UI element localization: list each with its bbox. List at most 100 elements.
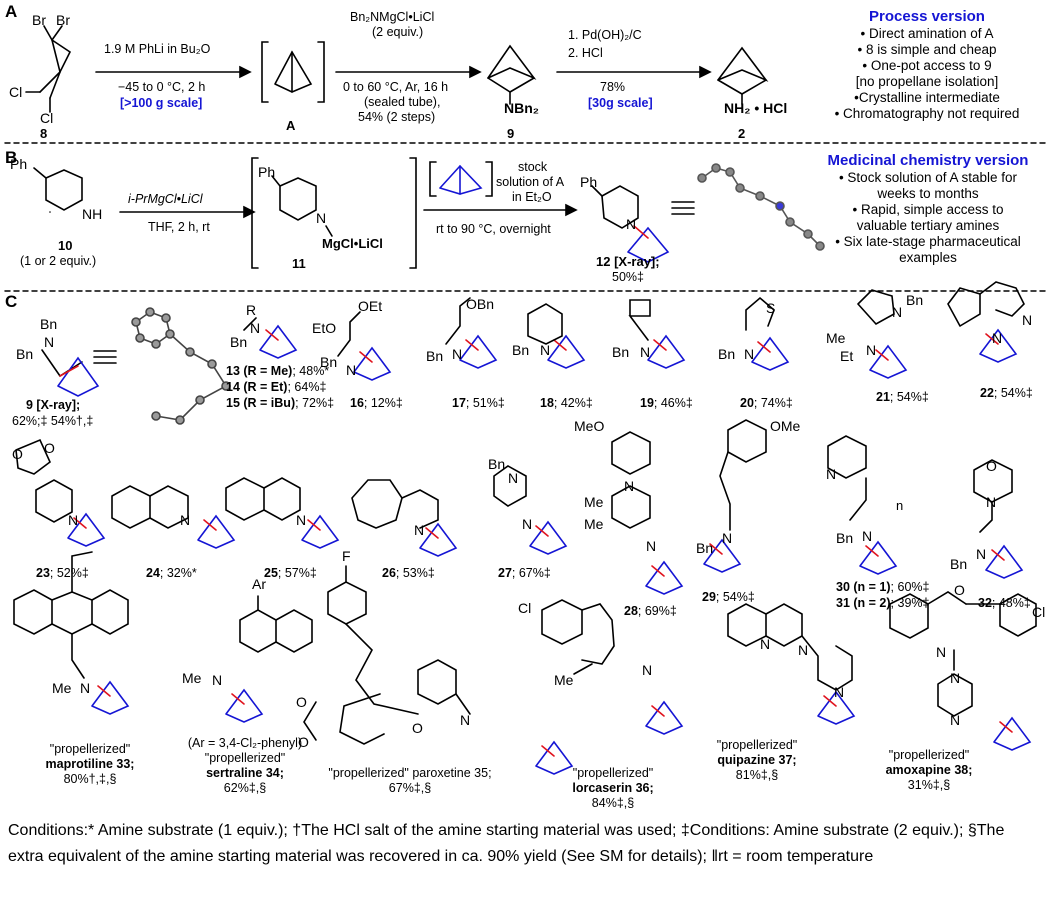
substituent-nbn2: NBn₂ — [504, 100, 539, 116]
label-c-26: 26; 53%‡ — [382, 566, 435, 581]
label-c-25: 25; 57%‡ — [264, 566, 317, 581]
yield-c-18: ; 42%‡ — [553, 396, 593, 410]
yield-c-28: ; 69%‡ — [637, 604, 677, 618]
atom-me1-28: Me — [584, 494, 604, 510]
atom-n3-37: N — [834, 684, 845, 700]
label-c-19-id: 19 — [640, 396, 654, 410]
atom-nh-10: NH — [82, 206, 103, 222]
label-compound-8: 8 — [40, 126, 48, 141]
atom-o3-35: O — [412, 720, 423, 736]
label-c-31: 31 (n = 2); 39%‡ — [836, 596, 929, 611]
atom-n1-32: N — [986, 494, 997, 510]
pharma-37-line3: 81%‡,§ — [735, 768, 779, 782]
yield-c-20: ; 74%‡ — [753, 396, 793, 410]
atom-n-36: N — [642, 662, 653, 678]
label-c-30: 30 (n = 1); 60%‡ — [836, 580, 929, 595]
label-c-24: 24; 32%* — [146, 566, 197, 581]
atom-n-35: N — [460, 712, 471, 728]
ring-skeletons-row2 — [15, 419, 1013, 533]
cond-a2-reagent: Bn₂NMgCl•LiCl — [350, 10, 435, 24]
atom-eto: EtO — [312, 320, 337, 336]
red-bonds-row3 — [97, 685, 1013, 757]
label-c-23-id: 23 — [36, 566, 50, 580]
label-c-17-id: 17 — [452, 396, 466, 410]
label-c-25-id: 25 — [264, 566, 278, 580]
atom-n-12: N — [626, 216, 637, 232]
medchem-point-3: • Rapid, simple access to — [852, 202, 1004, 217]
panel-label-c: C — [5, 292, 18, 311]
structure-8 — [25, 25, 72, 113]
label-c-18-id: 18 — [540, 396, 554, 410]
atom-n-34: N — [212, 672, 223, 688]
yield-c-16: ; 12%‡ — [363, 396, 403, 410]
atom-n-33: N — [80, 680, 91, 696]
atom-bn-18: Bn — [512, 342, 530, 358]
yield-c-13: ; 48%* — [292, 364, 330, 378]
structure-9 — [487, 44, 537, 105]
label-compound-11: 11 — [292, 256, 306, 271]
atom-o-38: O — [954, 582, 965, 598]
atom-n2-37: N — [798, 642, 809, 658]
atom-r: R — [246, 302, 257, 318]
cond-a2-tube: (sealed tube), — [364, 95, 441, 109]
label-c-17: 17; 51%‡ — [452, 396, 505, 411]
atom-n-21: N — [866, 342, 877, 358]
atom-bn-9b: Bn — [16, 346, 34, 362]
cond-b2-solvent: in Et₂O — [512, 190, 552, 204]
atom-n3-38: N — [950, 712, 961, 728]
panel-label-b: B — [5, 148, 18, 167]
label-intermediate-a: A — [286, 118, 296, 133]
atom-n-11: N — [316, 210, 327, 226]
atom-n1-27: N — [508, 470, 519, 486]
atom-n2-27: N — [522, 516, 533, 532]
atom-me2-28: Me — [584, 516, 604, 532]
label-c-15: 15 (R = iBu); 72%‡ — [226, 396, 334, 411]
substituent-mgcl-licl: MgCl•LiCl — [322, 236, 383, 251]
propellane-A — [274, 50, 313, 93]
atom-n-16: N — [346, 362, 357, 378]
yield-c-31: ; 39%‡ — [890, 596, 930, 610]
cond-a1-reagent: 1.9 M PhLi in Bu₂O — [104, 42, 211, 56]
yield-c-27: ; 67%‡ — [511, 566, 551, 580]
atom-n2-38: N — [950, 670, 961, 686]
pharma-33-line3: 80%†,‡,§ — [63, 772, 117, 786]
process-version-panel: Process version • Direct amination of A … — [812, 8, 1042, 122]
yield-c-14: ; 64%‡ — [287, 380, 327, 394]
label-c-18: 18; 42%‡ — [540, 396, 593, 411]
process-point-2: • 8 is simple and cheap — [857, 42, 997, 57]
yield-c-17: ; 51%‡ — [465, 396, 505, 410]
cond-a3-step2: 2. HCl — [568, 46, 603, 60]
label-c-22: 22; 54%‡ — [980, 386, 1033, 401]
atom-f-35: F — [342, 548, 351, 564]
label-c-26-id: 26 — [382, 566, 396, 580]
footnote-conditions: Conditions:* Amine substrate (1 equiv.);… — [8, 822, 1005, 865]
atom-n-9: N — [44, 334, 55, 350]
label-c-27: 27; 67%‡ — [498, 566, 551, 581]
medchem-point-2: weeks to months — [877, 186, 979, 201]
process-point-4: [no propellane isolation] — [855, 74, 999, 89]
medchem-point-6: examples — [899, 250, 957, 265]
label-c-23: 23; 52%‡ — [36, 566, 89, 581]
medchem-point-4: valuable tertiary amines — [856, 218, 1000, 233]
pharma-38-line3: 31%‡,§ — [907, 778, 951, 792]
label-c-16: 16; 12%‡ — [350, 396, 403, 411]
yield-c-29: ; 54%‡ — [715, 590, 755, 604]
atom-obn: OBn — [466, 296, 495, 312]
yield-c-23: ; 52%‡ — [49, 566, 89, 580]
label-c-30-id: 30 (n = 1) — [836, 580, 891, 594]
atom-n-21-ring: N — [892, 304, 903, 320]
atom-oet: OEt — [358, 298, 383, 314]
cond-b2-solution: solution of A — [496, 175, 565, 189]
atom-n-29: N — [722, 530, 733, 546]
atom-o1-35: O — [296, 694, 307, 710]
medchem-version-panel: Medicinal chemistry version • Stock solu… — [812, 152, 1044, 266]
atom-cl-38: Cl — [1032, 604, 1046, 620]
label-c-20: 20; 74%‡ — [740, 396, 793, 411]
atom-s-20: S — [766, 300, 776, 316]
atom-cl1: Cl — [9, 84, 23, 100]
cond-a2-equiv: (2 equiv.) — [372, 25, 424, 39]
label-c-20-id: 20 — [740, 396, 754, 410]
label-c-15-id: 15 (R = iBu) — [226, 396, 296, 410]
